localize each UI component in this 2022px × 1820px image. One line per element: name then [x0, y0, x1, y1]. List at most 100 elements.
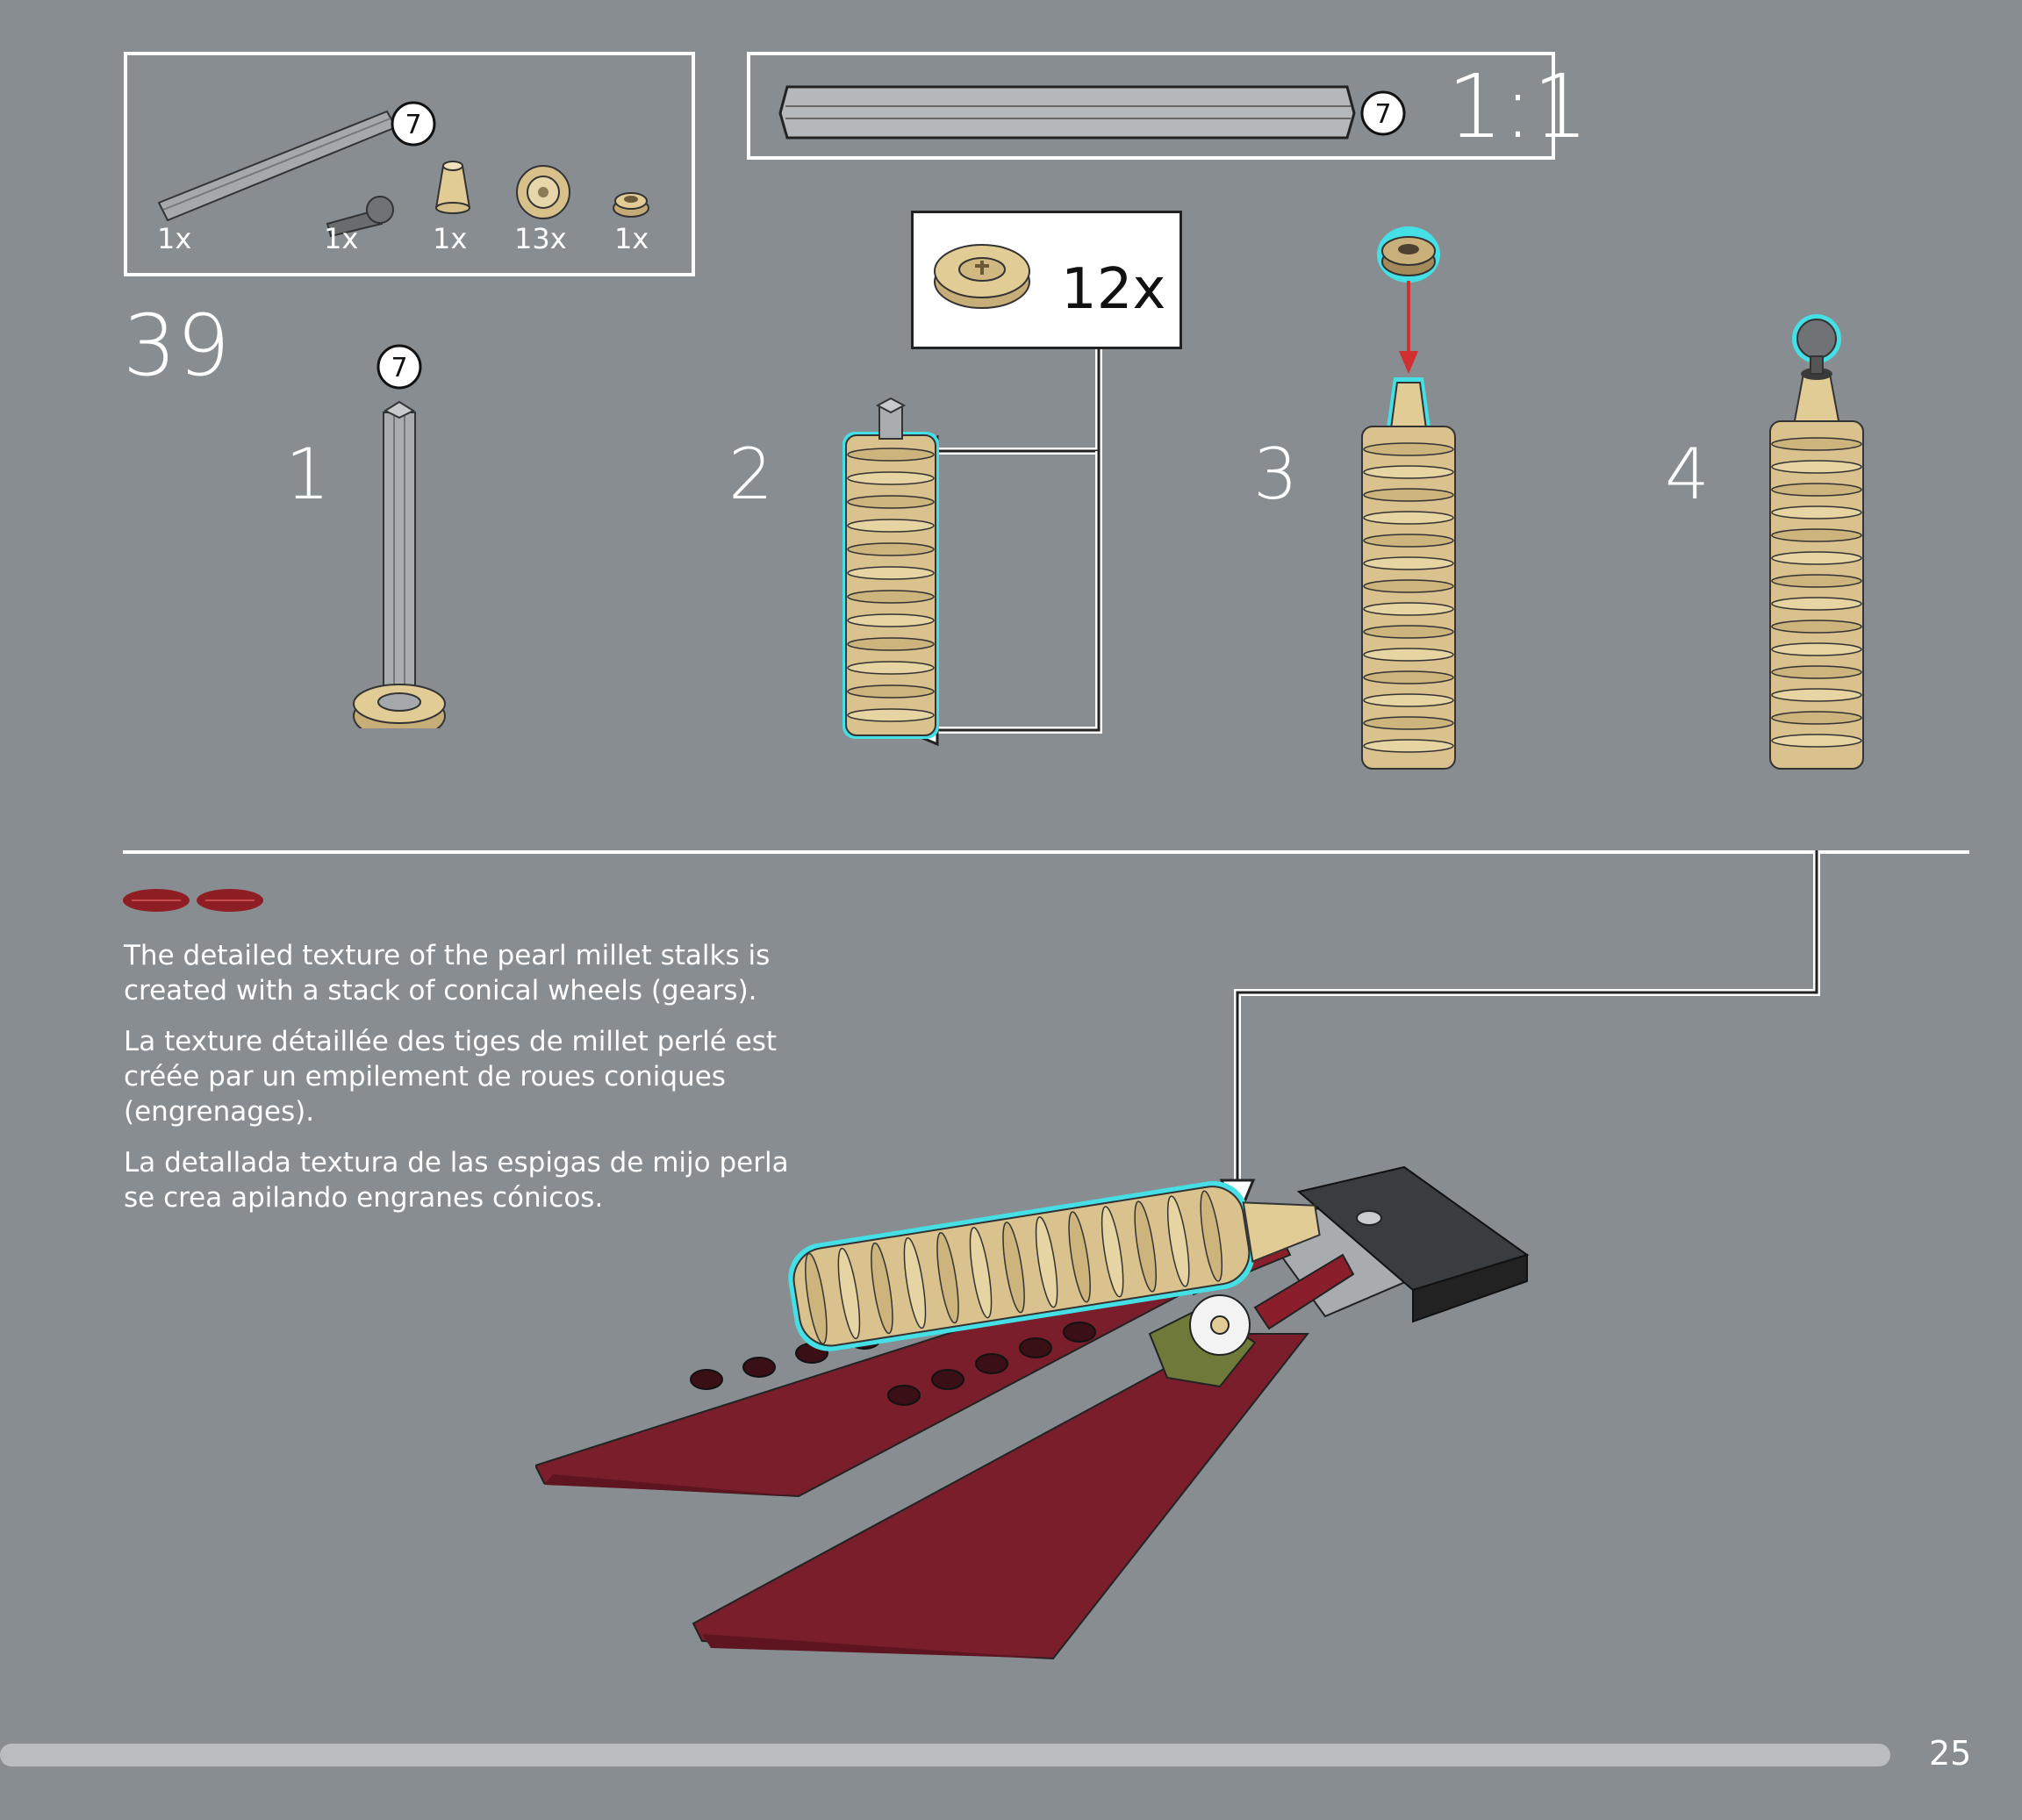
substep-1-label: 1 — [285, 434, 330, 515]
gear-ring — [1771, 574, 1862, 588]
page-number: 25 — [1929, 1734, 1972, 1773]
substep-4-label: 4 — [1665, 434, 1710, 515]
stalk-gear-ring — [1035, 1216, 1058, 1308]
substep-3-label: 3 — [1253, 434, 1298, 515]
gear-ring — [1771, 505, 1862, 519]
stalk-gear-ring — [1101, 1206, 1124, 1298]
stalk-gear-ring — [903, 1236, 927, 1329]
axle-icon — [157, 110, 398, 222]
parts-list-art: 7 — [157, 101, 649, 238]
step-number: 39 — [123, 297, 231, 395]
scale-axle-art: 7 — [778, 85, 1406, 140]
vertical-axle-icon — [383, 400, 416, 694]
stalk-gear-ring — [805, 1252, 828, 1345]
gear-ring — [1363, 602, 1454, 616]
white-flower-icon — [1189, 1294, 1251, 1356]
gear-ring — [847, 590, 935, 604]
down-arrow-icon — [1399, 281, 1418, 374]
svg-text:7: 7 — [405, 110, 421, 140]
red-leaf-right-icon — [692, 1333, 1310, 1660]
gear-ring — [847, 495, 935, 509]
submodel-badge: 7 — [391, 101, 436, 147]
round-plate-top-icon — [1377, 226, 1440, 283]
gear-ring — [1771, 528, 1862, 542]
parts-list-box: 7 1x 1x 1x 13x 1x — [124, 52, 695, 276]
info-text-fr: La texture détaillée des tiges de millet… — [124, 1026, 778, 1128]
substep-2-label: 2 — [728, 434, 773, 515]
gear-ring — [847, 708, 935, 722]
callout-gear-icon — [934, 244, 1030, 309]
substep-2-art — [842, 346, 1102, 747]
callout-qty: 12x — [1061, 257, 1166, 322]
gear-ring — [1363, 488, 1454, 502]
stalk-gear-ring — [1068, 1211, 1091, 1303]
gear-ring — [847, 448, 935, 462]
scale-box: 7 1:1 — [747, 52, 1588, 160]
info-text: The detailed texture of the pearl millet… — [124, 938, 817, 1231]
stalk-gear-ring — [1166, 1195, 1190, 1287]
qty-axle: 1x — [157, 222, 192, 255]
stalk-gear-ring — [1200, 1190, 1223, 1282]
stalk-gear-ring — [1134, 1200, 1157, 1293]
qty-ball-pin: 1x — [324, 222, 359, 255]
gear-ring — [1363, 579, 1454, 593]
gear-ring — [847, 519, 935, 533]
round-plate-icon — [613, 192, 649, 218]
millet-leaf-icon — [123, 889, 263, 912]
gear-ring — [1771, 642, 1862, 656]
gear-ring — [1363, 670, 1454, 684]
gear-ring — [1771, 620, 1862, 634]
gear-ring — [1363, 716, 1454, 730]
substep-1-badge: 7 — [376, 344, 422, 390]
gear-ring — [1771, 734, 1862, 748]
substep-4-art — [1769, 314, 1864, 770]
svg-text:7: 7 — [1374, 99, 1391, 130]
gear-ring — [1363, 739, 1454, 753]
gear-ring — [847, 684, 935, 699]
gear-ring — [1771, 665, 1862, 679]
stalk-gear-ring — [871, 1242, 893, 1335]
substep-1-art: 7 — [353, 344, 446, 728]
base-gear-icon — [353, 684, 446, 728]
gear-ring — [1363, 625, 1454, 639]
gear-ring — [847, 637, 935, 651]
axle-1to1-icon — [778, 85, 1356, 140]
gear-ring — [1771, 711, 1862, 725]
gear-ring — [1363, 556, 1454, 570]
assembled-model-art — [535, 1165, 1530, 1660]
gear-ring — [1363, 442, 1454, 456]
qty-round-plate: 1x — [614, 222, 649, 255]
gear-stack-icon — [842, 397, 939, 739]
gear-ring — [847, 471, 935, 485]
qty-gear: 13x — [514, 222, 567, 255]
gear-ring — [1771, 483, 1862, 497]
ball-pin-icon — [326, 196, 394, 238]
gear-ring — [1771, 437, 1862, 451]
gear-ring — [1771, 551, 1862, 565]
millet-stalk-icon — [788, 1180, 1321, 1351]
ball-top-icon — [1792, 314, 1841, 375]
gear-ring — [1771, 597, 1862, 611]
svg-text:7: 7 — [391, 353, 407, 383]
stalk-gear-ring — [1002, 1222, 1025, 1314]
gear-icon — [516, 165, 570, 219]
gear-ring — [847, 566, 935, 580]
gear-ring — [847, 542, 935, 556]
substep-3-art — [1361, 226, 1456, 770]
gear-ring — [847, 613, 935, 627]
gear-ring — [1363, 465, 1454, 479]
gear-ring — [1771, 460, 1862, 474]
scale-ratio: 1:1 — [1447, 55, 1588, 158]
scale-badge: 7 — [1360, 90, 1406, 136]
section-divider — [123, 850, 1969, 854]
stack-3-icon — [1361, 377, 1456, 770]
gear-ring — [847, 661, 935, 675]
gear-ring — [1771, 688, 1862, 702]
page-progress-bar — [0, 1744, 1890, 1766]
gear-ring — [1363, 534, 1454, 548]
gear-ring — [1363, 511, 1454, 525]
cone-icon — [434, 161, 471, 214]
gear-ring — [1363, 693, 1454, 707]
stack-4-icon — [1769, 368, 1864, 770]
qty-cone: 1x — [433, 222, 468, 255]
